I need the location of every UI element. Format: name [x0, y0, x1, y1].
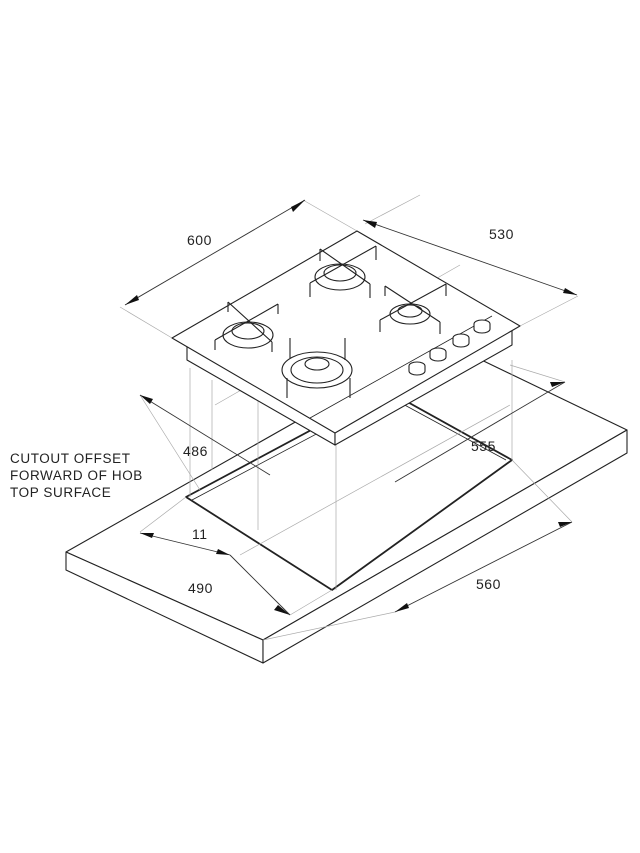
dim-cutout-width: 555	[471, 438, 496, 454]
dim-offset: 11	[192, 526, 208, 542]
dim-min-depth: 490	[188, 580, 213, 596]
dim-cutout-depth: 486	[183, 443, 208, 459]
knob-3	[452, 333, 470, 348]
arrowheads	[125, 200, 577, 615]
burner-rear-middle	[309, 245, 377, 298]
hob	[171, 230, 521, 446]
note-line: FORWARD OF HOB	[10, 468, 143, 483]
note-line: TOP SURFACE	[10, 485, 112, 500]
burner-right	[379, 283, 447, 334]
burners	[214, 245, 447, 398]
knob-2	[429, 347, 447, 362]
control-knobs	[408, 319, 491, 376]
dim-hob-depth: 530	[489, 226, 514, 242]
dim-hob-width: 600	[187, 232, 212, 248]
burner-rear-left	[214, 301, 279, 352]
dim-worktop-width: 560	[476, 576, 501, 592]
cutout-offset-note: CUTOUT OFFSET FORWARD OF HOB TOP SURFACE	[10, 450, 143, 501]
burner-wok-front	[281, 338, 353, 398]
knob-4	[473, 319, 491, 334]
dimension-lines	[124, 199, 578, 616]
note-line: CUTOUT OFFSET	[10, 451, 131, 466]
knob-1	[408, 361, 426, 376]
